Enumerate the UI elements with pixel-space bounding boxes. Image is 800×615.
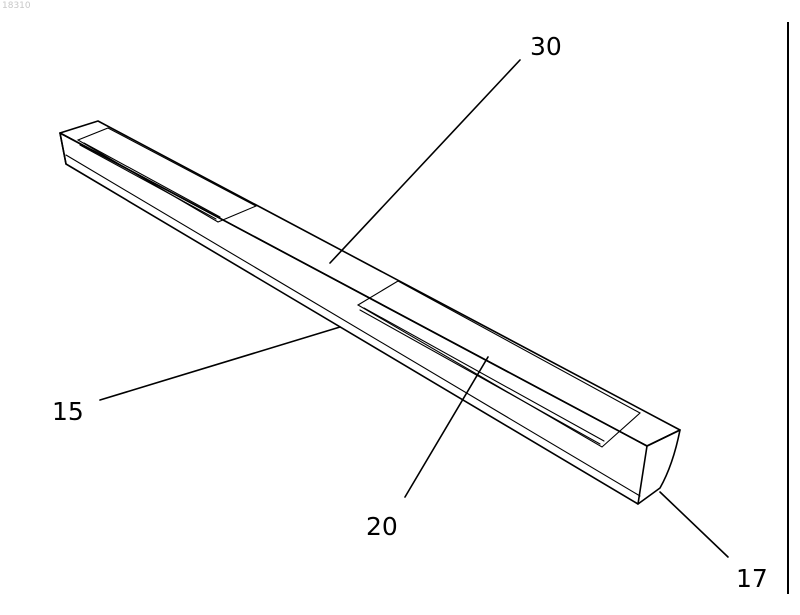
ref-label-20: 20 [366,512,398,541]
leader-line-15 [100,327,340,400]
leader-line-20 [405,357,488,497]
left-panel [78,128,256,222]
left-panel-outline [78,128,256,222]
bar-front-edge-shade [66,155,640,496]
right-panel-inner-edge [360,310,600,444]
ref-label-30: 30 [530,32,562,61]
ref-label-17: 17 [736,564,768,593]
bar-top-face [60,121,680,446]
bar-left-end [60,133,66,164]
leader-line-30 [330,60,520,263]
left-panel-inner-edge [80,145,216,219]
leader-line-17 [660,492,728,557]
ref-label-15: 15 [52,397,84,426]
